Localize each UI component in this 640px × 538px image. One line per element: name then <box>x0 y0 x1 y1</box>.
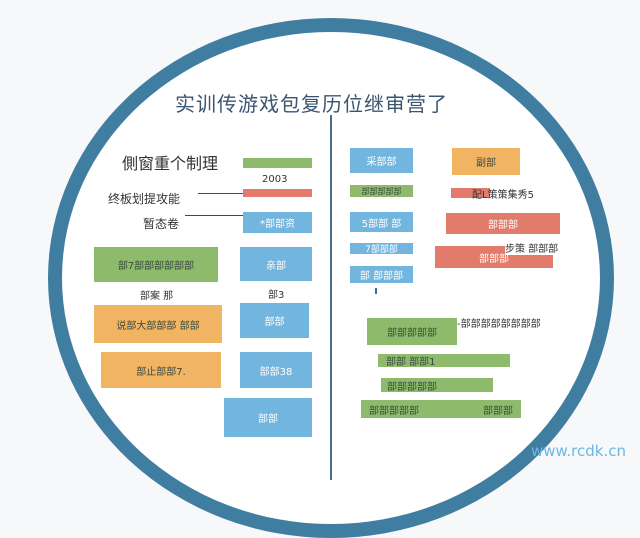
blue-box-3: 部部38 <box>240 352 312 388</box>
side-text-1: 步策 部部部 <box>505 240 559 255</box>
right-orange-1: 副部 <box>452 148 520 175</box>
right-red-1: 部部部 <box>446 213 560 234</box>
red-bar <box>243 189 312 197</box>
right-green-1: 部部部部部 <box>367 318 457 345</box>
center-divider <box>330 115 332 480</box>
tick-mark <box>375 288 377 294</box>
blue-box-1: 亲部 <box>240 247 312 281</box>
right-green-4-right: 部部部 <box>483 405 513 417</box>
green-bar <box>243 158 312 168</box>
right-blue-3: 7部部部 <box>350 243 413 255</box>
connector-line <box>198 193 243 194</box>
orange-box-1: 说部大部部部 部部 <box>94 305 222 343</box>
label-1: 终板划提攻能 <box>108 192 181 206</box>
right-green-small: 部部部部部 <box>350 185 413 197</box>
green-box: 部7部部部部部部 <box>94 247 218 282</box>
right-blue-4: 部 部部部 <box>350 266 413 283</box>
right-green-2: 部部 部部1 <box>378 354 510 368</box>
watermark: www.rcdk.cn <box>530 442 626 460</box>
connector-line <box>185 215 243 216</box>
right-green-3: 部部部部部 <box>381 378 493 393</box>
right-green-4: 部部部部部 部部部 <box>361 400 521 418</box>
right-red-small <box>451 188 490 198</box>
right-green-4-label: 部部部部部 <box>369 405 419 417</box>
blue-box-2: 部部 <box>240 303 309 338</box>
year-label: 2003 <box>262 174 288 185</box>
right-red-small-text: 配L策策集秀5 <box>472 190 534 201</box>
right-blue-1: 采部部 <box>350 148 413 173</box>
left-heading: 側窗重个制理 <box>122 154 219 173</box>
right-blue-2: 5部部 部 <box>350 212 413 232</box>
blue-bar: *部部资 <box>243 212 312 233</box>
orange-box-2: 部止部部7. <box>101 352 221 388</box>
blue-box-4: 部部 <box>224 398 312 437</box>
caption-2: 部3 <box>268 290 285 301</box>
diagram-title: 实训传游戏包复历位继审营了 <box>175 92 448 116</box>
caption-1: 部案 那 <box>140 291 174 302</box>
side-text-2: -部部部部部部部部 <box>457 319 541 330</box>
label-2: 暂态卷 <box>143 217 180 231</box>
